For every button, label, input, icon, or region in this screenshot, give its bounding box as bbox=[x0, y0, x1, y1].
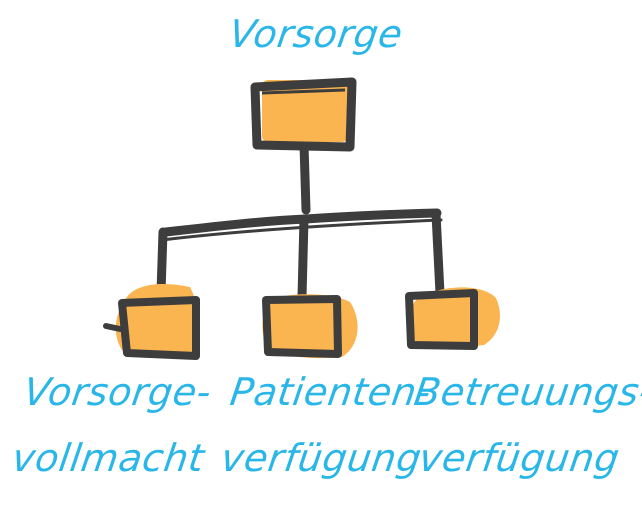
child-label-line-2: vollmacht bbox=[9, 436, 208, 480]
child-label-betreuungsverfuegung: Betreuungs- verfügung bbox=[402, 370, 642, 480]
child-label-line-1: Patienten- bbox=[227, 370, 434, 414]
node-right bbox=[405, 287, 500, 350]
node-left-outline bbox=[118, 296, 200, 360]
connector-left-down bbox=[156, 227, 168, 297]
node-mid-outline bbox=[262, 295, 342, 358]
connector-right-down bbox=[431, 209, 445, 298]
child-label-line-2: verfügung bbox=[218, 436, 425, 480]
child-label-line-2: verfügung bbox=[416, 436, 623, 480]
child-label-line-1: Vorsorge- bbox=[21, 370, 215, 414]
node-root bbox=[250, 77, 357, 152]
node-left bbox=[103, 283, 200, 360]
node-root-outline-sketch bbox=[261, 88, 346, 95]
connector-root-down bbox=[299, 140, 311, 215]
node-mid bbox=[262, 294, 358, 359]
root-label: Vorsorge bbox=[226, 12, 406, 56]
connectors bbox=[156, 140, 445, 302]
connector-horizontal-sketch bbox=[160, 218, 443, 242]
child-label-vorsorgevollmacht: Vorsorge- vollmacht bbox=[0, 370, 225, 480]
child-label-patientenverfuegung: Patienten- verfügung bbox=[218, 370, 434, 480]
node-root-fill bbox=[262, 80, 348, 142]
node-root-outline bbox=[250, 77, 357, 152]
child-label-line-1: Betreuungs- bbox=[411, 370, 642, 414]
connector-mid-down bbox=[297, 214, 309, 302]
node-left-tick bbox=[103, 323, 123, 332]
node-right-outline bbox=[405, 289, 478, 350]
